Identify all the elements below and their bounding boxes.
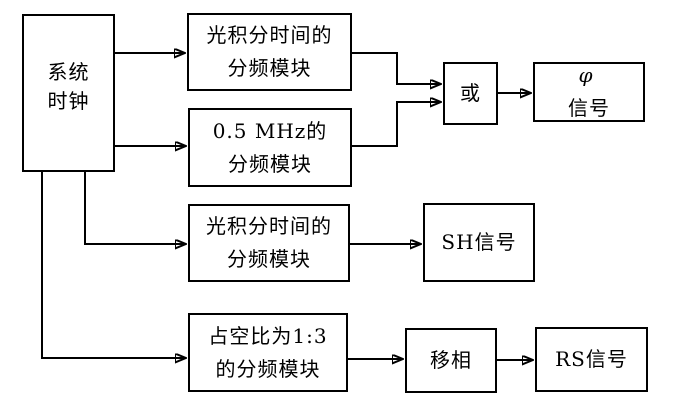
arrow-div-05mhz-to-or: [352, 102, 441, 147]
node-phase-shift: 移相: [405, 328, 497, 393]
node-divider-05mhz-line2: 分频模块: [228, 151, 312, 176]
phi-symbol: φ: [578, 63, 594, 87]
node-divider-duty-line2: 的分频模块: [215, 356, 321, 381]
node-divider-duty-line1: 占空比为1:3: [208, 323, 328, 348]
node-or-gate-label: 或: [460, 81, 481, 105]
node-divider-light-integration-top: 光积分时间的 分频模块: [187, 13, 352, 91]
node-divider-duty-cycle: 占空比为1:3 的分频模块: [188, 313, 348, 392]
node-divider-light-mid-line1: 光积分时间的: [206, 214, 332, 238]
arrow-clock-to-div-light-mid: [84, 171, 186, 244]
node-divider-05mhz-line1: 0.5 MHz的: [212, 118, 328, 143]
node-divider-light-top-line1: 光积分时间的: [206, 23, 333, 47]
node-phi-signal-label: φ 信号: [568, 59, 610, 125]
arrow-div-light-top-to-or: [352, 52, 441, 84]
node-rs-signal: RS信号: [535, 327, 648, 392]
node-or-gate: 或: [443, 62, 498, 125]
node-divider-05mhz: 0.5 MHz的 分频模块: [188, 108, 352, 187]
node-system-clock-line2: 时钟: [47, 89, 90, 113]
node-divider-light-mid-line2: 分频模块: [227, 247, 311, 271]
node-divider-light-top-line2: 分频模块: [227, 56, 312, 80]
arrow-clock-to-div-duty: [41, 171, 186, 358]
node-sh-signal-label: SH信号: [441, 230, 517, 254]
phi-signal-text: 信号: [568, 96, 610, 120]
node-divider-light-integration-mid: 光积分时间的 分频模块: [188, 204, 350, 282]
node-sh-signal: SH信号: [423, 203, 535, 282]
node-system-clock: 系统 时钟: [22, 14, 115, 172]
node-phase-shift-label: 移相: [430, 348, 472, 372]
node-phi-signal: φ 信号: [533, 62, 645, 122]
node-rs-signal-label: RS信号: [555, 347, 628, 371]
node-system-clock-line1: 系统: [47, 60, 90, 84]
